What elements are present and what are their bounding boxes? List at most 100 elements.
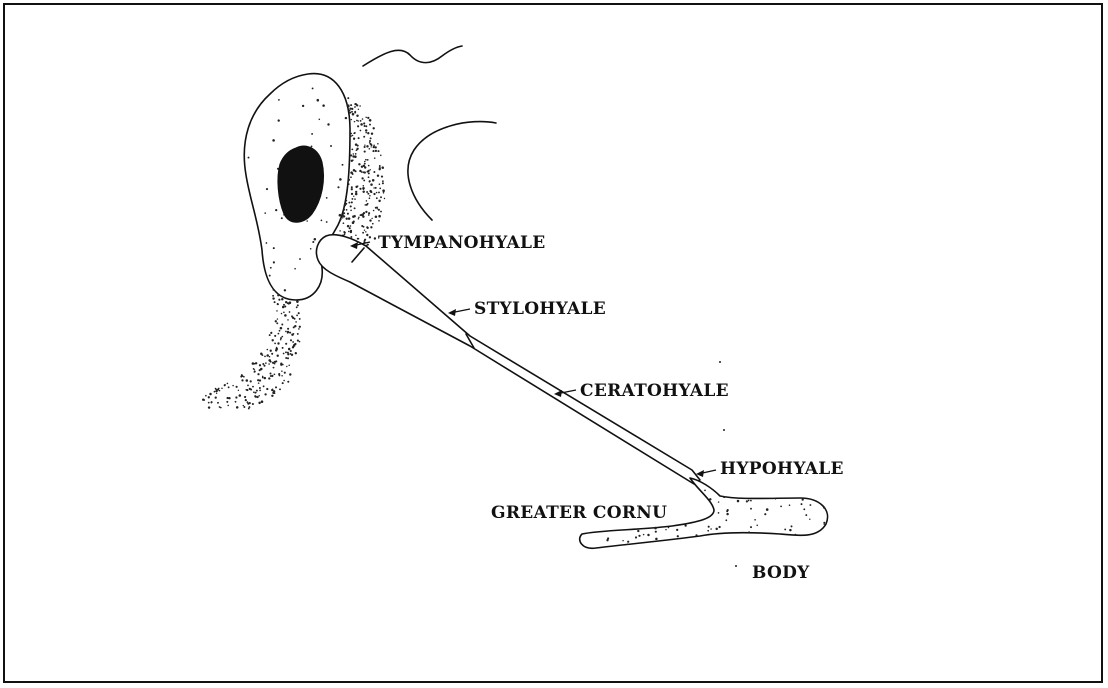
stipple-dot [383,192,385,194]
wavy-contour-line [363,46,462,66]
stipple-dot [676,529,678,531]
stipple-dot [791,525,793,527]
stipple-dot [351,201,353,203]
stipple-dot [269,372,271,374]
stipple-dot [380,196,382,198]
stipple-dot [802,498,804,500]
stipple-dot [369,195,371,197]
stipple-dot [340,218,342,220]
stipple-dot [252,386,254,388]
hyoid-rod [316,235,700,484]
stipple-dot [343,215,345,217]
stipple-dot [343,222,345,224]
stipple-dot [355,193,358,196]
stipple-dot [369,140,371,142]
stipple-dot [380,211,382,213]
stipple-dot [286,366,287,367]
stipple-dot [311,133,313,135]
stipple-dot [239,394,242,397]
stipple-dot [272,392,274,394]
stipple-dot [266,242,268,244]
paper-speck [735,565,737,567]
stipple-dot [366,234,368,236]
stipple-dot [312,241,314,243]
stipple-dot [224,384,226,386]
stipple-dot [750,500,752,502]
stipple-dot [366,145,368,147]
stipple-dot [262,363,264,365]
stipple-dot [359,105,361,107]
stipple-dot [235,401,237,403]
stipple-dot [246,379,249,382]
stipple-dot [348,231,350,233]
stipple-dot [708,526,710,528]
stipple-dot [364,125,366,127]
stipple-dot [281,375,283,377]
stipple-dot [226,397,228,399]
stipple-dot [764,513,766,515]
stipple-dot [283,304,285,306]
stipple-dot [219,406,221,408]
stipple-dot [373,144,375,146]
stipple-dot [348,106,349,107]
stipple-dot [367,117,369,119]
stipple-dot [371,218,372,219]
stipple-dot [276,322,278,324]
stipple-dot [275,386,277,388]
stipple-dot [362,215,364,217]
stipple-dot [349,112,351,114]
stipple-dot [647,534,649,536]
stipple-dot [363,122,365,124]
stipple-dot [718,526,720,528]
stipple-dot [298,328,300,330]
stipple-dot [622,540,623,541]
stipple-dot [766,508,769,511]
stipple-dot [350,154,352,156]
stipple-dot [282,306,285,309]
stipple-dot [723,496,725,498]
stipple-dot [262,377,264,379]
stipple-dot [281,324,283,326]
stipple-dot [352,159,354,161]
stipple-dot [288,302,290,304]
stipple-dot [344,232,346,234]
stipple-dot [353,132,355,134]
stipple-dot [259,390,261,392]
stipple-dot [292,346,294,348]
stipple-dot [279,388,281,390]
stipple-dot [217,402,219,404]
stipple-dot [256,396,258,398]
stipple-dot [214,391,216,393]
stipple-dot [369,124,371,126]
stipple-dot [382,182,384,184]
stipple-dot [287,331,289,333]
stipple-dot [289,373,291,375]
stipple-dot [710,528,712,530]
stipple-dot [235,396,237,398]
stipple-dot [281,217,283,219]
stipple-dot [351,198,353,200]
stipple-dot [268,363,270,365]
stipple-dot [384,198,385,199]
stipple-dot [366,200,368,202]
stipple-dot [294,318,296,320]
stipple-dot [352,113,355,116]
stipple-dot [250,380,252,382]
stipple-dot [221,388,223,390]
stipple-dot [236,406,239,409]
stipple-dot [368,165,370,167]
stipple-dot [805,514,807,516]
stipple-dot [369,197,371,199]
stipple-dot [368,172,370,174]
stipple-dot [350,133,352,135]
stipple-dot [299,318,301,320]
label-body: BODY [752,563,810,583]
stipple-dot [243,406,245,408]
stipple-dot [269,334,271,336]
stipple-dot [655,531,657,533]
stipple-dot [372,150,374,152]
stipple-dot [367,159,369,161]
stipple-dot [285,301,287,303]
stipple-dot [228,386,230,388]
stipple-dot [271,375,273,377]
